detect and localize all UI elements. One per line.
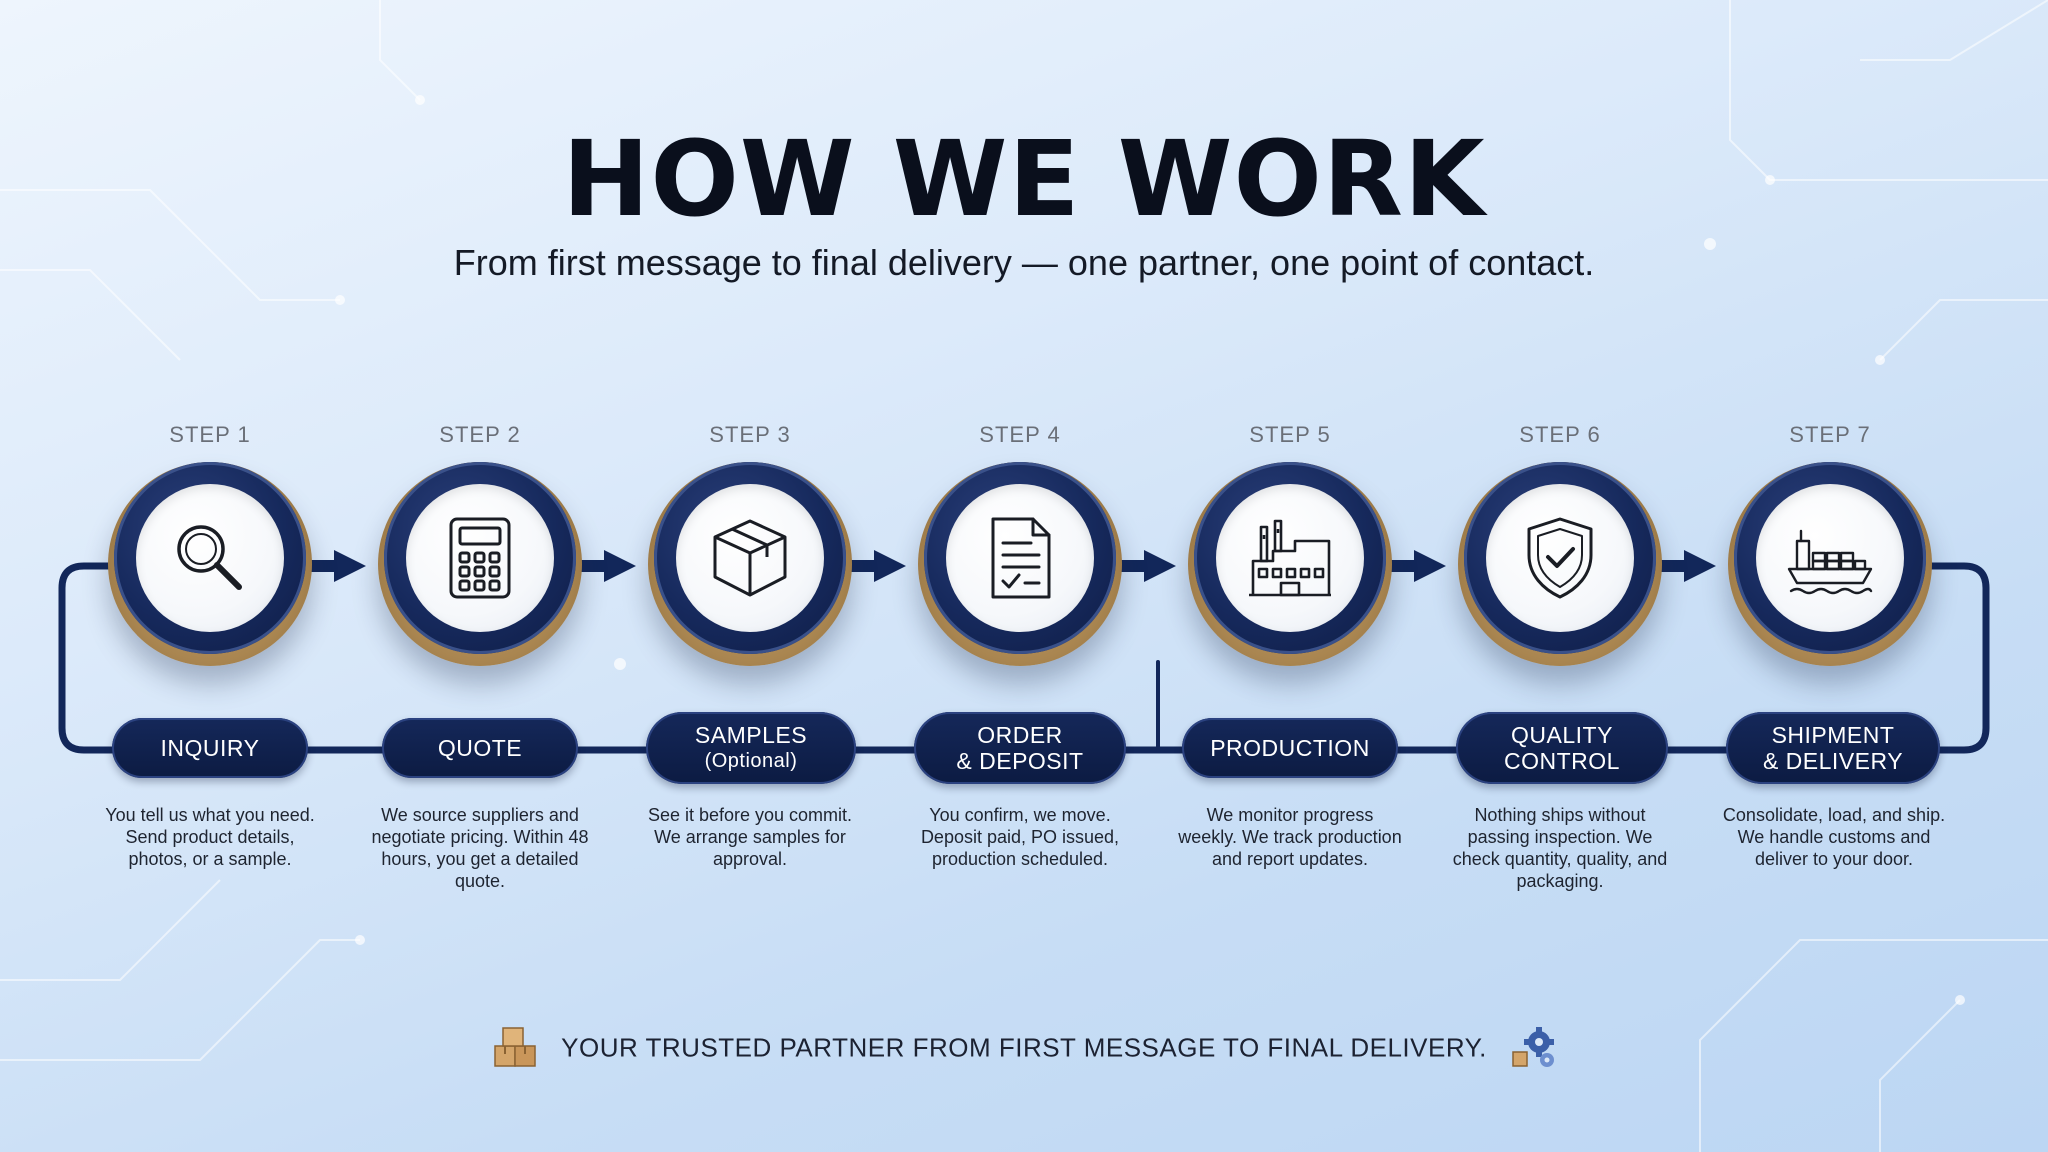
step-4-description: You confirm, we move. Deposit paid, PO i… [920,805,1120,869]
magnifier-icon [177,525,242,590]
step-6-title-sub: CONTROL [1504,748,1620,774]
step-1-label: STEP 1 [169,422,251,447]
shield-check-icon [1527,517,1593,599]
box-icon [713,519,787,597]
step-7-title-sub: & DELIVERY [1762,748,1904,774]
step-7-label: STEP 7 [1789,422,1871,447]
step-3-circle [648,462,852,666]
cargo-ship-icon [1787,529,1873,595]
step-4-title: ORDER& DEPOSIT [914,712,1126,784]
boxes-icon [494,1027,537,1067]
factory-icon [1249,519,1331,597]
step-2-circle [378,462,582,666]
step-3-title-sub: (Optional) [704,750,798,772]
step-4-label: STEP 4 [979,422,1061,447]
step-2-label: STEP 2 [439,422,521,447]
footer-text: YOUR TRUSTED PARTNER FROM FIRST MESSAGE … [561,1032,1487,1063]
calculator-icon [449,517,511,599]
step-6-circle [1458,462,1662,666]
step-5-title: PRODUCTION [1182,718,1398,778]
step-3-label: STEP 3 [709,422,791,447]
step-5-description: We monitor progress weekly. We track pro… [1178,805,1402,869]
step-1-description: You tell us what you need. Send product … [105,805,315,869]
step-6-label: STEP 6 [1519,422,1601,447]
step-1-circle [108,462,312,666]
page-title: HOW WE WORK [562,118,1486,240]
step-7-description: Consolidate, load, and ship. We handle c… [1722,805,1946,869]
step-4-circle [918,462,1122,666]
step-7-circle [1728,462,1932,666]
document-check-icon [991,517,1051,599]
step-7-title: SHIPMENT& DELIVERY [1726,712,1940,784]
step-3-title: SAMPLES(Optional) [646,712,856,784]
page-subtitle: From first message to final delivery — o… [453,242,1595,283]
step-2-title: QUOTE [382,718,578,778]
step-1-title: INQUIRY [112,718,308,778]
footer-tagline: YOUR TRUSTED PARTNER FROM FIRST MESSAGE … [0,1024,2048,1072]
step-5-label: STEP 5 [1249,422,1331,447]
step-3-description: See it before you commit. We arrange sam… [647,805,853,869]
step-5-circle [1188,462,1392,666]
step-2-description: We source suppliers and negotiate pricin… [371,805,589,891]
gears-icon [1511,1027,1554,1067]
step-4-title-sub: & DEPOSIT [956,748,1084,774]
step-6-description: Nothing ships without passing inspection… [1452,805,1668,891]
